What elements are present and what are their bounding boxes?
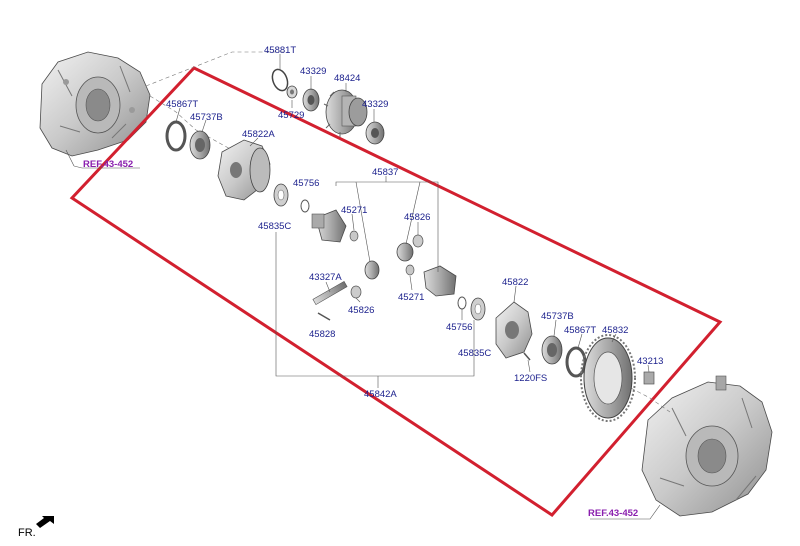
- part-ring-45756-a[interactable]: [300, 199, 310, 213]
- label-45835C-a[interactable]: 45835C: [258, 221, 291, 232]
- label-45822[interactable]: 45822: [502, 277, 528, 288]
- part-seal-45867T-b[interactable]: [565, 346, 587, 378]
- highlight-frame: [69, 66, 723, 517]
- ref-label-bottom[interactable]: REF.43-452: [588, 508, 638, 519]
- part-seal-45867T-a[interactable]: [165, 120, 187, 152]
- label-45271-b[interactable]: 45271: [398, 292, 424, 303]
- front-arrow-icon: [36, 516, 54, 528]
- label-45842A[interactable]: 45842A: [364, 389, 397, 400]
- part-ring-gear-45832[interactable]: [580, 334, 636, 422]
- label-45271-a[interactable]: 45271: [341, 205, 367, 216]
- label-45828[interactable]: 45828: [309, 329, 335, 340]
- label-45756-a[interactable]: 45756: [293, 178, 319, 189]
- label-45837[interactable]: 45837: [372, 167, 398, 178]
- label-45867T-b[interactable]: 45867T: [564, 325, 596, 336]
- alignment-lines: [145, 51, 671, 413]
- label-1220FS[interactable]: 1220FS: [514, 373, 547, 384]
- front-direction-indicator: FR.: [18, 516, 54, 539]
- label-43327A[interactable]: 43327A: [309, 272, 342, 283]
- label-48424[interactable]: 48424: [334, 73, 360, 84]
- label-45756-b[interactable]: 45756: [446, 322, 472, 333]
- part-washer-45835C-b[interactable]: [470, 297, 486, 321]
- label-45867T-a[interactable]: 45867T: [166, 99, 198, 110]
- label-45822A[interactable]: 45822A: [242, 129, 275, 140]
- part-washer-45729[interactable]: [286, 85, 298, 99]
- front-label: FR.: [18, 527, 36, 539]
- leader-lines: [65, 54, 661, 520]
- label-45835C-b[interactable]: 45835C: [458, 348, 491, 359]
- transaxle-housing-right: [641, 375, 773, 517]
- transaxle-housing-left: [39, 51, 151, 157]
- part-washer-45835C-a[interactable]: [273, 183, 289, 207]
- label-45729[interactable]: 45729: [278, 110, 304, 121]
- part-washer-45271-b[interactable]: [405, 264, 415, 276]
- part-case-45822[interactable]: [495, 301, 533, 359]
- part-bolt-1220FS[interactable]: [523, 352, 531, 361]
- part-washer-45826-b[interactable]: [350, 285, 362, 299]
- part-side-gear-left[interactable]: [311, 209, 347, 243]
- label-45737B-b[interactable]: 45737B: [541, 311, 574, 322]
- part-ring-45756-b[interactable]: [457, 296, 467, 310]
- label-43213[interactable]: 43213: [637, 356, 663, 367]
- ref-label-top[interactable]: REF.43-452: [83, 159, 133, 170]
- part-labels: 45881T 43329 48424 43329 45729 45867T 45…: [166, 45, 663, 400]
- part-side-gear-right[interactable]: [423, 265, 457, 297]
- part-pin-45828[interactable]: [317, 312, 331, 321]
- part-shaft-43327A[interactable]: [312, 280, 348, 306]
- part-bearing-45737B-a[interactable]: [189, 130, 211, 160]
- label-45881T[interactable]: 45881T: [264, 45, 296, 56]
- part-case-45822A[interactable]: [217, 139, 271, 201]
- label-45826-b[interactable]: 45826: [348, 305, 374, 316]
- part-bearing-45737B-b[interactable]: [541, 335, 563, 365]
- part-snap-ring-45881T[interactable]: [270, 67, 291, 92]
- label-43329-b[interactable]: 43329: [362, 99, 388, 110]
- part-pinion-gear-upper[interactable]: [396, 242, 414, 262]
- part-washer-45826-a[interactable]: [412, 234, 424, 248]
- label-43329-a[interactable]: 43329: [300, 66, 326, 77]
- part-bearing-43329-a[interactable]: [302, 88, 320, 112]
- part-bearing-43329-b[interactable]: [365, 121, 385, 145]
- label-45832[interactable]: 45832: [602, 325, 628, 336]
- label-45737B-a[interactable]: 45737B: [190, 112, 223, 123]
- part-washer-45271-a[interactable]: [349, 230, 359, 242]
- part-bolt-43213[interactable]: [643, 371, 655, 385]
- part-pinion-gear-lower[interactable]: [364, 260, 380, 280]
- label-45826-a[interactable]: 45826: [404, 212, 430, 223]
- part-gear-48424[interactable]: [323, 89, 368, 137]
